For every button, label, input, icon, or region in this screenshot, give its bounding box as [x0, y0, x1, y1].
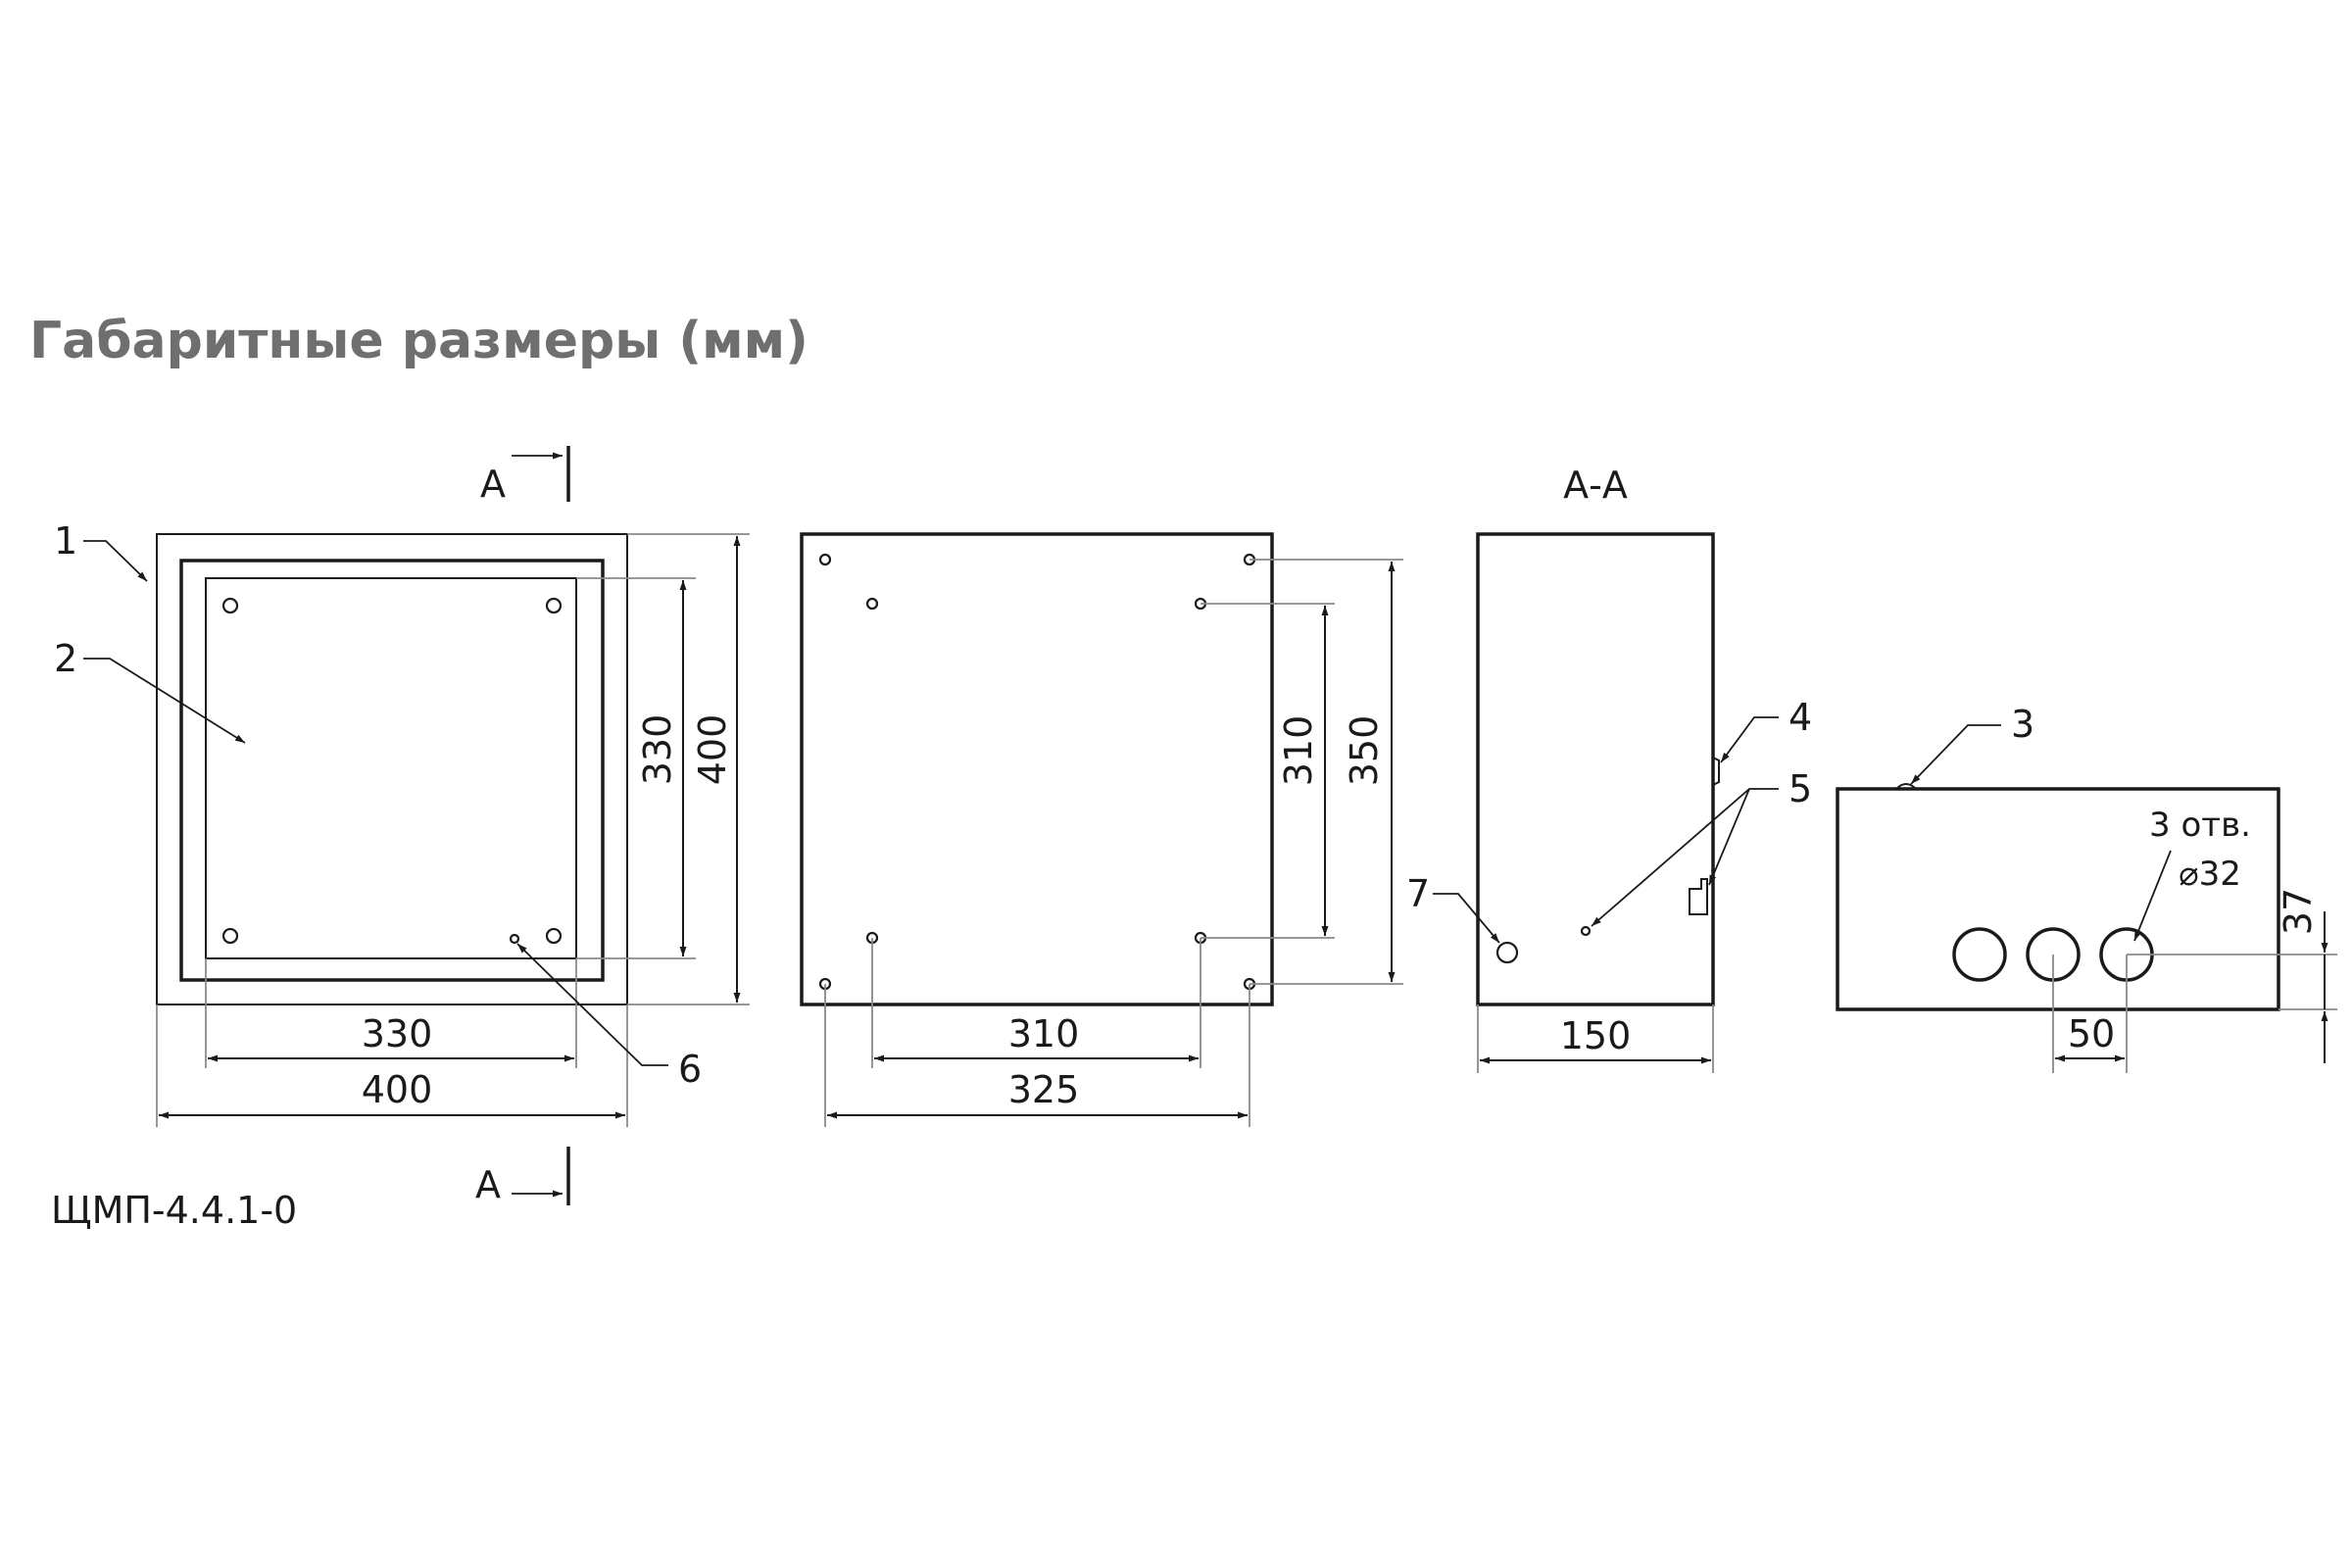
leader-holes [2133, 850, 2172, 942]
side-screw [1580, 925, 1592, 937]
back-mount-hole [818, 553, 832, 566]
back-wall-hole [865, 597, 879, 611]
section-mark-top: А [480, 463, 506, 506]
callout-2: 2 [54, 637, 77, 680]
callout-7: 7 [1406, 872, 1430, 915]
section-mark-bottom: А [475, 1163, 501, 1206]
leader-2 [83, 658, 246, 744]
dim-inner-width: 330 [362, 1012, 433, 1055]
back-view: 310 325 310 350 [800, 532, 1403, 1127]
bottom-view: 50 37 3 отв. ⌀32 3 [1836, 703, 2337, 1073]
dim-outer-spacing-y: 350 [1343, 715, 1386, 787]
dim-hole-offset: 37 [2277, 888, 2320, 935]
front-mount-hole [545, 597, 563, 614]
holes-count-note: 3 отв. [2149, 806, 2251, 845]
dim-outer-height: 400 [691, 714, 734, 786]
leader-5a [1591, 788, 1779, 927]
ground-screw [509, 933, 520, 945]
dim-inner-height: 330 [636, 714, 679, 786]
section-view-title: А-А [1563, 464, 1628, 507]
leader-4 [1720, 716, 1779, 763]
door-hinge [1689, 878, 1708, 915]
leader-5b [1708, 788, 1750, 886]
front-door [179, 559, 605, 982]
back-panel [800, 532, 1274, 1006]
leader-1 [83, 540, 148, 582]
side-body [1476, 532, 1715, 1006]
callout-4: 4 [1788, 696, 1812, 739]
dim-depth: 150 [1560, 1014, 1632, 1057]
front-mount-hole [221, 927, 239, 945]
callout-1: 1 [54, 519, 77, 563]
front-view: А А 330 400 330 400 1 2 6 ЩМП-4.4.1-0 [51, 446, 750, 1232]
dim-outer-spacing-x: 325 [1008, 1068, 1080, 1111]
callout-3: 3 [2011, 703, 2034, 746]
dim-hole-pitch: 50 [2068, 1012, 2115, 1055]
front-mount-hole [545, 927, 563, 945]
page-title: Габаритные размеры (мм) [29, 312, 808, 370]
top-lock-mark [1895, 783, 1917, 790]
hole-diameter-note: ⌀32 [2179, 855, 2241, 894]
callout-6: 6 [678, 1048, 702, 1091]
callout-5: 5 [1788, 767, 1812, 810]
front-outer-frame [156, 533, 628, 1005]
dim-hole-spacing-x: 310 [1008, 1012, 1080, 1055]
model-name: ЩМП-4.4.1-0 [51, 1189, 297, 1232]
leader-3 [1910, 724, 2001, 785]
bottom-panel [1836, 787, 2280, 1011]
cable-gland [1495, 941, 1519, 964]
front-mount-hole [221, 597, 239, 614]
dim-outer-width: 400 [362, 1068, 433, 1111]
side-section-view: А-А 150 4 5 7 [1406, 464, 1812, 1073]
leader-6 [516, 943, 668, 1066]
leader-7 [1433, 893, 1500, 944]
front-mounting-panel [205, 577, 577, 959]
gland-hole [1952, 927, 2007, 982]
dim-hole-spacing-y: 310 [1277, 715, 1320, 787]
door-lock [1712, 757, 1720, 786]
